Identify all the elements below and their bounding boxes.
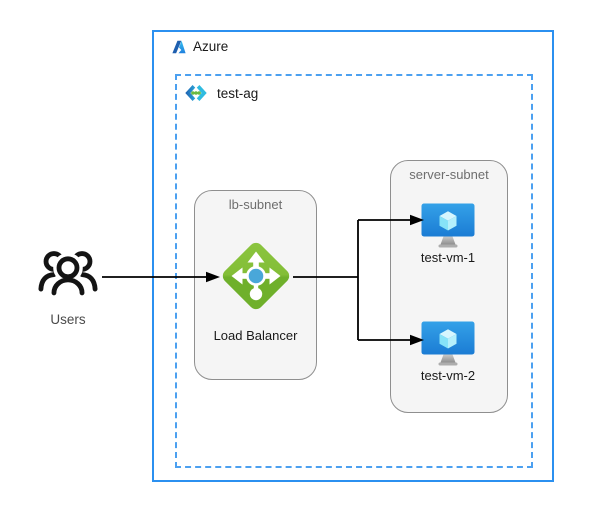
vm-1-icon xyxy=(421,203,475,248)
server-subnet-title: server-subnet xyxy=(409,167,489,182)
app-gateway-header: test-ag xyxy=(183,83,258,103)
vm-2-label: test-vm-2 xyxy=(420,368,476,383)
app-gateway-label: test-ag xyxy=(217,85,259,101)
azure-header: Azure xyxy=(172,40,228,54)
lb-subnet-title: lb-subnet xyxy=(228,197,283,212)
load-balancer-icon xyxy=(222,242,290,310)
application-gateway-icon xyxy=(185,84,207,102)
vm-2-icon xyxy=(421,321,475,366)
users-icon xyxy=(38,251,98,296)
vm-1-label: test-vm-1 xyxy=(420,250,476,265)
azure-label: Azure xyxy=(193,39,229,54)
users-label: Users xyxy=(50,312,86,327)
azure-logo-icon xyxy=(172,40,186,54)
load-balancer-label: Load Balancer xyxy=(213,328,298,343)
